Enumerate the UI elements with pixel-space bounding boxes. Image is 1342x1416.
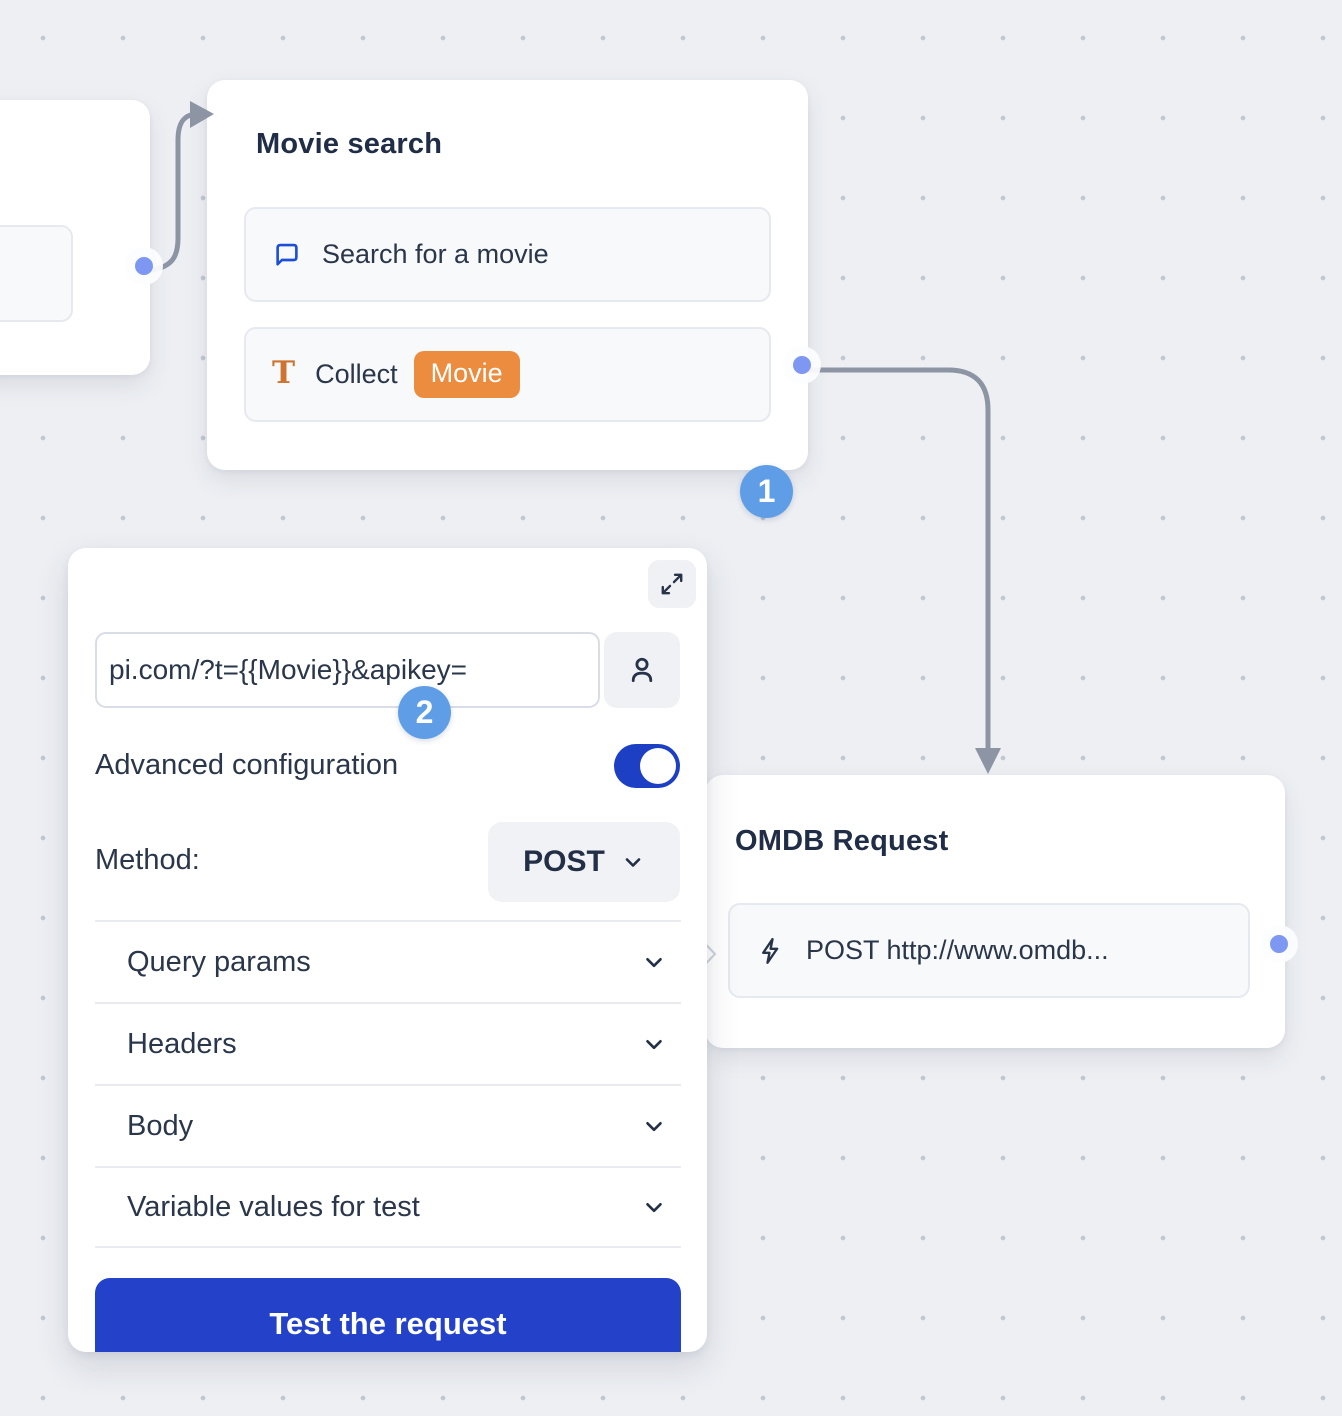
accordion-label: Body <box>127 1109 194 1142</box>
block-webhook-request[interactable]: POST http://www.omdb... <box>728 903 1250 998</box>
accordion-query-params[interactable]: Query params <box>95 920 681 1002</box>
advanced-configuration-row: Advanced configuration <box>95 744 680 790</box>
output-port-movie-search[interactable] <box>793 356 811 374</box>
block-label: Collect <box>315 359 398 389</box>
chevron-down-icon <box>641 949 667 975</box>
url-input[interactable] <box>95 632 600 708</box>
test-request-button[interactable]: Test the request <box>95 1278 681 1352</box>
accordion-headers[interactable]: Headers <box>95 1002 681 1084</box>
output-port-omdb-request[interactable] <box>1270 935 1288 953</box>
connector-movie-to-omdb <box>807 367 991 753</box>
partial-node-item[interactable] <box>0 225 73 322</box>
chevron-down-icon <box>641 1031 667 1057</box>
variables-button[interactable] <box>604 632 680 708</box>
chat-bubble-icon <box>272 240 302 270</box>
step-badge-1: 1 <box>740 465 793 518</box>
variable-chip-movie[interactable]: Movie <box>413 351 520 398</box>
block-collect-input[interactable]: T Collect Movie <box>244 327 771 422</box>
arrowhead-down-icon <box>975 748 1001 774</box>
node-title: Movie search <box>256 128 443 160</box>
lightning-icon <box>756 936 786 966</box>
chevron-down-icon <box>641 1113 667 1139</box>
output-port-left-node[interactable] <box>135 257 153 275</box>
chevron-down-icon <box>641 1194 667 1220</box>
step-badge-2: 2 <box>398 686 451 739</box>
accordion-label: Headers <box>127 1027 237 1060</box>
accordion-list: Query params Headers Body <box>95 920 681 1248</box>
text-input-icon: T <box>272 355 296 391</box>
person-icon <box>625 653 659 687</box>
expand-icon <box>659 571 685 597</box>
advanced-configuration-toggle[interactable] <box>614 744 680 788</box>
expand-panel-button[interactable] <box>648 560 696 608</box>
accordion-body[interactable]: Body <box>95 1084 681 1166</box>
node-movie-search[interactable]: Movie search Search for a movie T Collec… <box>207 80 808 518</box>
accordion-variable-values[interactable]: Variable values for test <box>95 1166 681 1248</box>
method-label: Method: <box>95 844 200 876</box>
webhook-config-panel[interactable]: 2 Advanced configuration Method: POST Qu… <box>68 548 707 1352</box>
block-send-message[interactable]: Search for a movie <box>244 207 771 302</box>
connector-left-to-movie <box>150 111 201 273</box>
method-value: POST <box>523 845 605 878</box>
block-label: Search for a movie <box>322 239 549 269</box>
accordion-label: Query params <box>127 945 311 978</box>
toggle-knob <box>640 748 676 784</box>
block-label: POST http://www.omdb... <box>806 935 1109 965</box>
node-title: OMDB Request <box>735 825 949 857</box>
accordion-label: Variable values for test <box>127 1190 420 1223</box>
node-omdb-request[interactable]: OMDB Request POST http://www.omdb... <box>696 775 1285 1048</box>
partial-node-card[interactable] <box>0 100 150 375</box>
advanced-configuration-label: Advanced configuration <box>95 749 399 781</box>
chevron-down-icon <box>621 850 645 874</box>
method-select[interactable]: POST <box>488 822 680 902</box>
method-row: Method: POST <box>95 822 680 902</box>
